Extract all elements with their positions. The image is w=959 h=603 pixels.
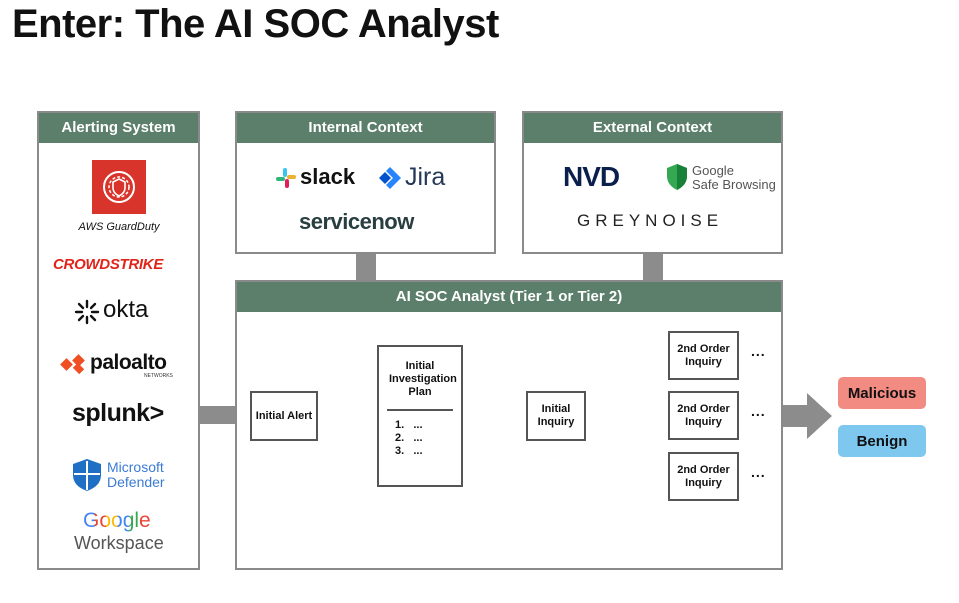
google-workspace-line2: Workspace — [74, 533, 164, 553]
second-order-inquiry-label: 2nd Order Inquiry — [677, 402, 730, 428]
shield-gear-icon — [103, 171, 135, 203]
initial-inquiry-label: Initial Inquiry — [537, 403, 575, 428]
external-context-header: External Context — [524, 113, 781, 143]
greynoise-logo: GREYNOISE — [577, 211, 724, 230]
ai-soc-analyst-header: AI SOC Analyst (Tier 1 or Tier 2) — [237, 282, 781, 312]
plan-item-1: 1. ... — [395, 419, 423, 431]
nvd-logo: NVD — [563, 161, 620, 192]
second-order-inquiry-node: 2nd Order Inquiry — [668, 331, 739, 380]
safe-browsing-label-line1: Google — [692, 163, 734, 178]
ellipsis: ... — [751, 464, 766, 480]
splunk-label: splunk> — [72, 399, 164, 427]
initial-inquiry-node: Initial Inquiry — [526, 391, 586, 441]
external-context-panel: External Context — [522, 111, 783, 254]
internal-connector — [356, 253, 376, 282]
second-order-inquiry-label: 2nd Order Inquiry — [677, 342, 730, 368]
crowdstrike-logo: CROWDSTRIKE — [53, 256, 164, 273]
slack-logo: slack — [300, 164, 356, 189]
alerting-connector — [199, 406, 237, 424]
paloalto-icon — [60, 354, 85, 374]
ellipsis: ... — [751, 343, 766, 359]
servicenow-logo: servicenow — [299, 209, 414, 234]
external-connector — [643, 253, 663, 282]
investigation-plan-title: Initial Investigation Plan — [389, 360, 457, 398]
page-title: Enter: The AI SOC Analyst — [12, 2, 499, 46]
okta-sunburst-icon — [74, 299, 100, 325]
safe-browsing-shield-icon — [667, 164, 687, 190]
okta-logo: okta — [103, 296, 149, 323]
jira-icon — [379, 167, 401, 189]
google-workspace-line1: Google — [83, 509, 151, 533]
alerting-system-header: Alerting System — [39, 113, 198, 143]
plan-divider — [387, 409, 453, 411]
slack-icon — [276, 168, 296, 188]
defender-label-line2: Defender — [107, 474, 165, 490]
plan-item-3: 3. ... — [395, 445, 423, 457]
alerting-system-panel: Alerting System — [37, 111, 200, 570]
aws-guardduty-label: AWS GuardDuty — [78, 221, 160, 233]
google-label: Google — [83, 509, 151, 532]
initial-alert-node: Initial Alert — [250, 391, 318, 441]
ellipsis: ... — [751, 403, 766, 419]
investigation-plan-node: Initial Investigation Plan 1. ... 2. ...… — [377, 345, 463, 487]
initial-alert-label: Initial Alert — [255, 409, 313, 422]
benign-badge: Benign — [838, 425, 926, 457]
aws-guardduty-logo — [92, 160, 146, 214]
internal-context-header: Internal Context — [237, 113, 494, 143]
paloalto-logo: paloalto — [90, 351, 167, 374]
defender-shield-icon — [73, 459, 101, 491]
splunk-logo: splunk> — [72, 399, 164, 428]
malicious-badge: Malicious — [838, 377, 926, 409]
safe-browsing-label-line2: Safe Browsing — [692, 177, 776, 192]
second-order-inquiry-label: 2nd Order Inquiry — [677, 463, 730, 489]
jira-logo: Jira — [405, 163, 446, 191]
second-order-inquiry-node: 2nd Order Inquiry — [668, 391, 739, 440]
internal-context-panel: Internal Context — [235, 111, 496, 254]
arrow-to-verdict — [782, 393, 832, 439]
paloalto-networks-label: NETWORKS — [144, 373, 173, 379]
plan-item-2: 2. ... — [395, 432, 423, 444]
second-order-inquiry-node: 2nd Order Inquiry — [668, 452, 739, 501]
defender-label-line1: Microsoft — [107, 459, 164, 475]
